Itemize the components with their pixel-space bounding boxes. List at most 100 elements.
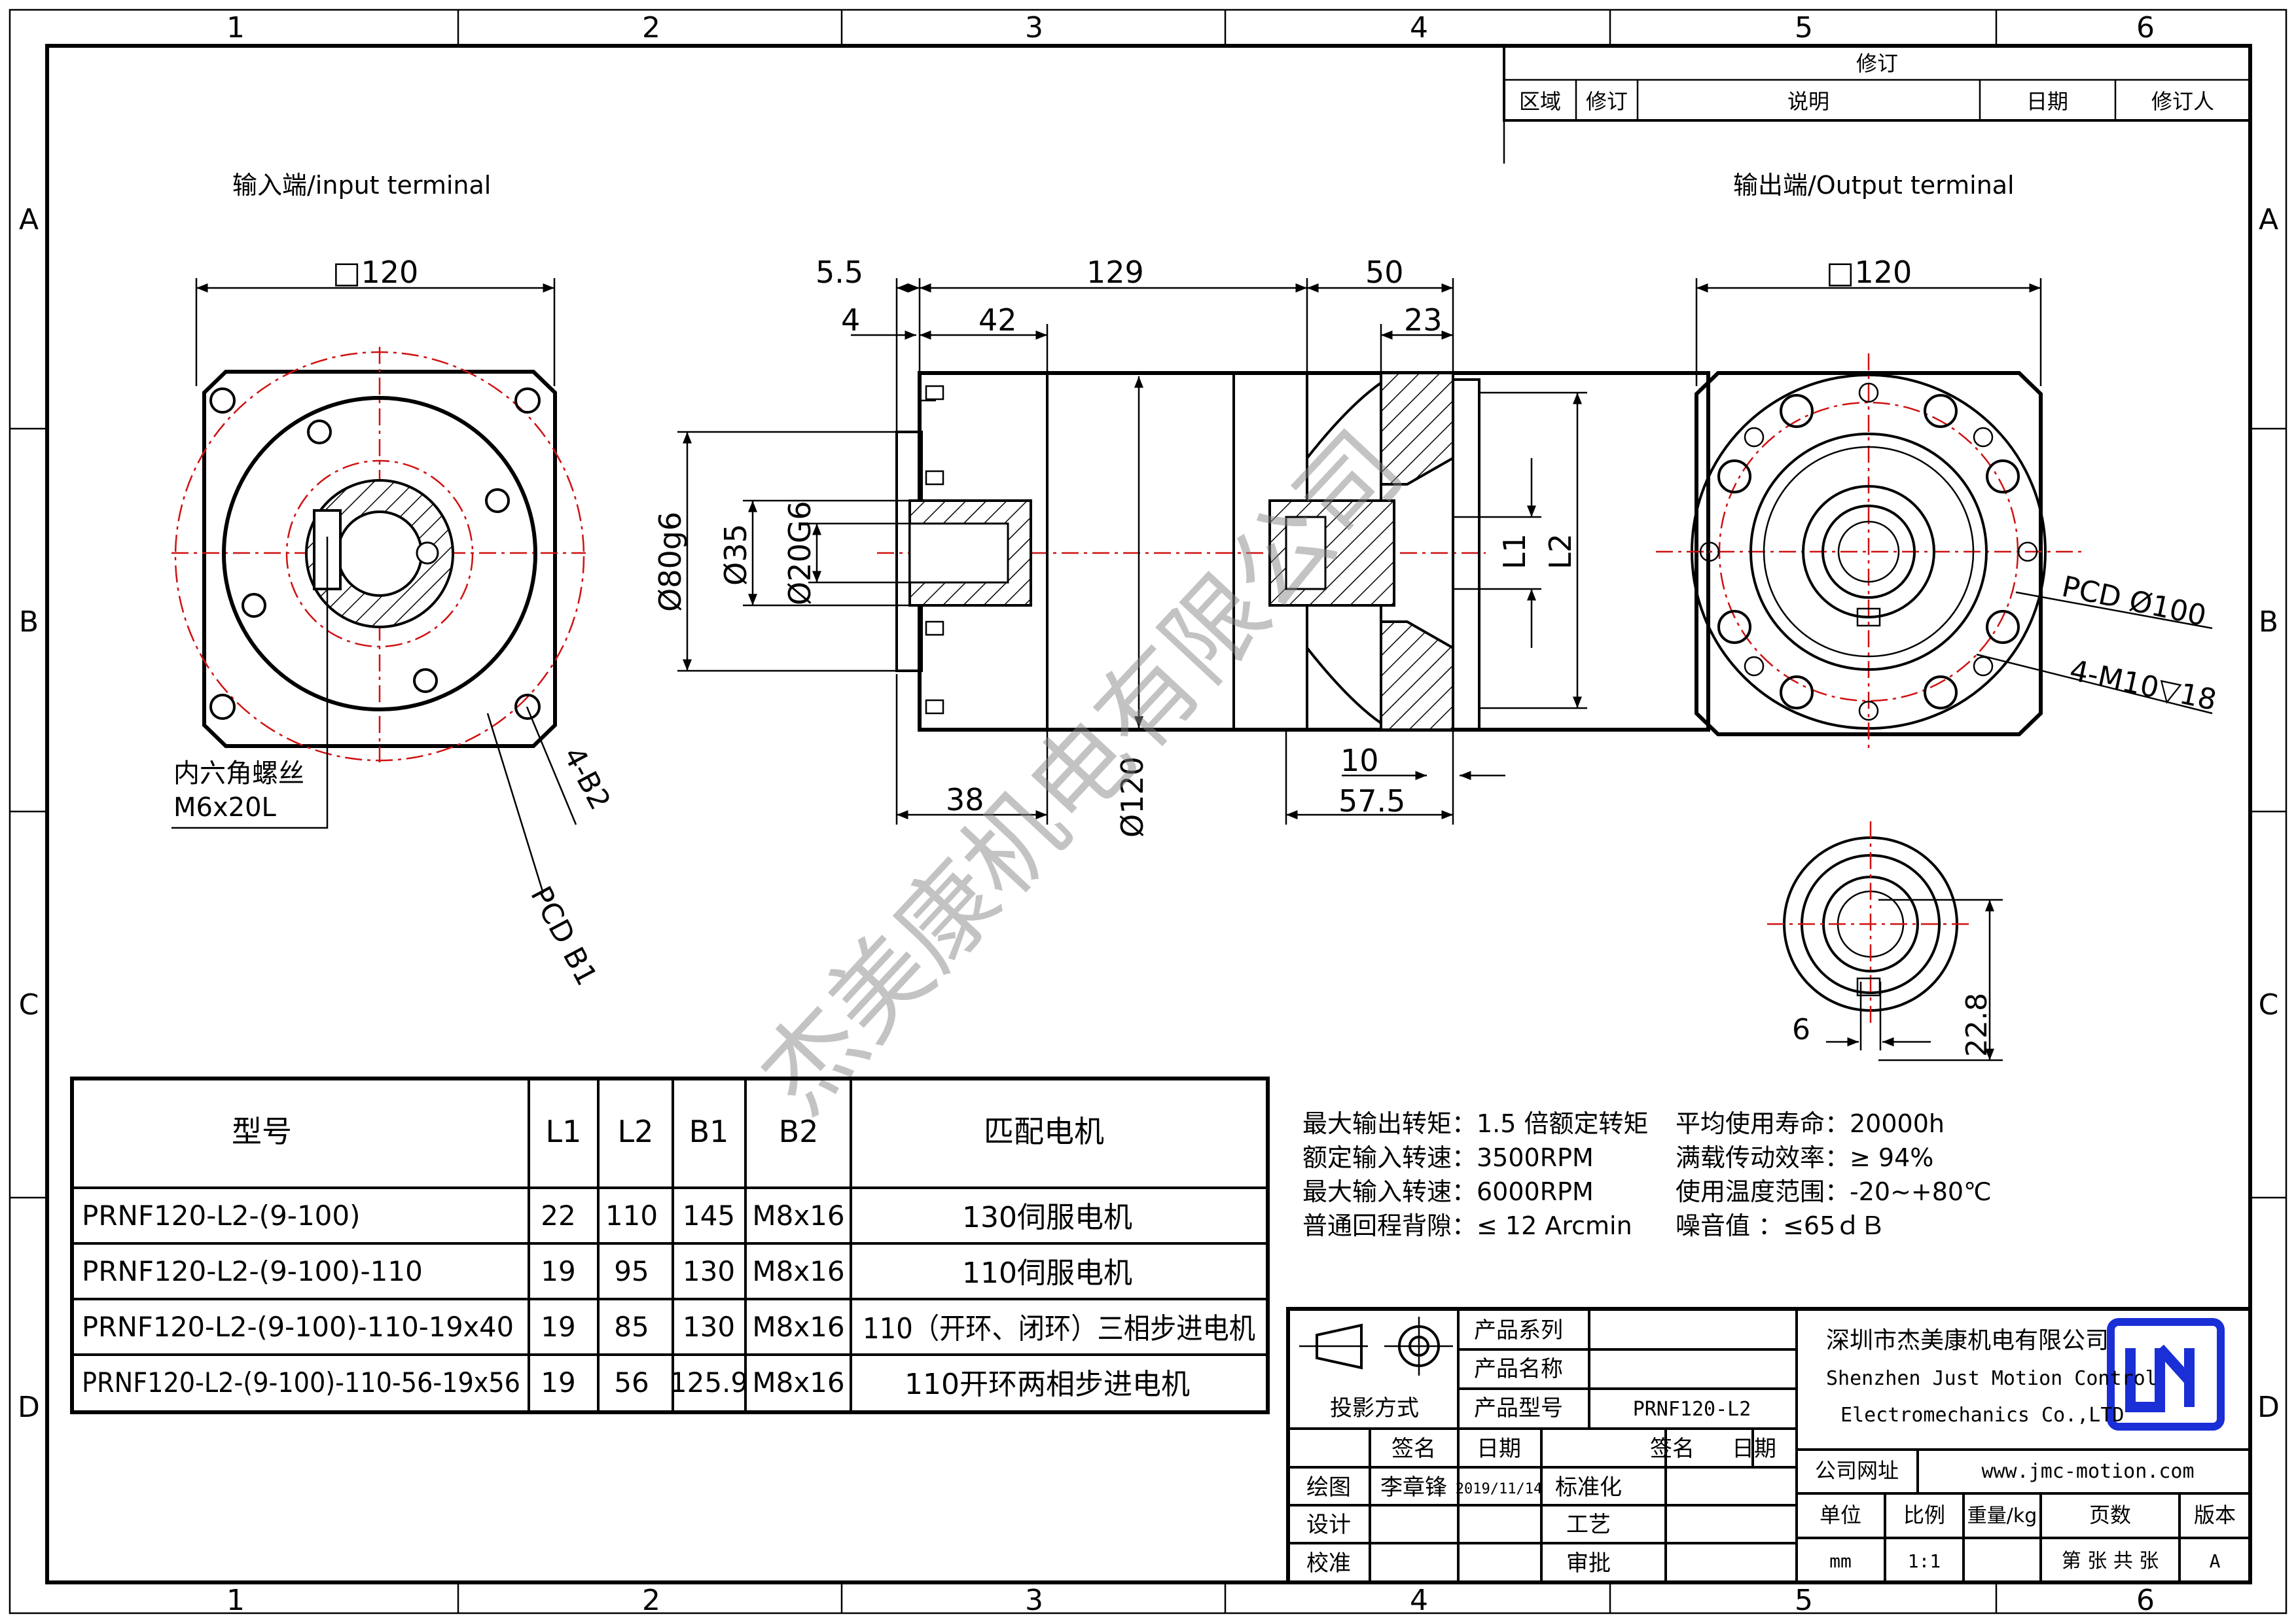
grid-row-b-right: B <box>2259 605 2278 639</box>
table-row-1-motor: 130伺服电机 <box>962 1201 1132 1234</box>
table-row-4-b1: 125.9 <box>670 1366 748 1399</box>
dim-129: 129 <box>1086 255 1144 290</box>
table-row-2-l2: 95 <box>614 1255 649 1287</box>
revision-col-desc: 说明 <box>1787 89 1829 114</box>
spec-life: 平均使用寿命：20000h <box>1676 1109 1945 1138</box>
label-date: 日期 <box>1477 1436 1521 1462</box>
revision-col-rev: 修订 <box>1586 89 1628 114</box>
table-row-1-b2: M8x16 <box>752 1200 844 1232</box>
grid-col-4: 4 <box>1410 11 1428 45</box>
grid-col-1: 1 <box>226 11 245 45</box>
pcd-100-label: PCD Ø100 <box>2059 570 2209 633</box>
label-product-model: 产品型号 <box>1474 1395 1563 1421</box>
table-row-2-b1: 130 <box>683 1255 735 1287</box>
grid-row-a-right: A <box>2259 203 2278 236</box>
revision-title: 修订 <box>1856 51 1898 76</box>
table-row-3-l2: 85 <box>614 1311 649 1343</box>
side-view <box>877 371 1710 732</box>
spec-max-torque: 最大输出转矩：1.5 倍额定转矩 <box>1302 1109 1649 1138</box>
dim-5-5: 5.5 <box>816 255 863 290</box>
screw-label-2: M6x20L <box>173 793 277 823</box>
spec-rated-speed: 额定输入转速：3500RPM <box>1302 1143 1594 1172</box>
table-row-4-model: PRNF120-L2-(9-100)-110-56-19x56 <box>82 1366 520 1399</box>
label-scale: 比例 <box>1903 1503 1945 1527</box>
table-row-1-model: PRNF120-L2-(9-100) <box>82 1200 361 1232</box>
dim-80g6: Ø80g6 <box>653 512 688 612</box>
dim-10: 10 <box>1340 743 1379 778</box>
revision-col-reviser: 修订人 <box>2151 89 2214 114</box>
label-version: 版本 <box>2194 1503 2236 1527</box>
table-row-3-model: PRNF120-L2-(9-100)-110-19x40 <box>82 1311 514 1343</box>
col-header-b1: B1 <box>689 1114 729 1149</box>
revision-col-date: 日期 <box>2026 89 2068 114</box>
specs: 最大输出转矩：1.5 倍额定转矩 平均使用寿命：20000h 额定输入转速：35… <box>1302 1109 1992 1240</box>
label-approve: 审批 <box>1566 1550 1611 1577</box>
value-product-model: PRNF120-L2 <box>1633 1398 1751 1421</box>
grid-col-6: 6 <box>2136 11 2155 45</box>
b2-label: 4-B2 <box>556 741 617 815</box>
table-row-4-motor: 110开环两相步进电机 <box>905 1368 1190 1401</box>
revision-col-area: 区域 <box>1519 89 1561 114</box>
label-standard: 标准化 <box>1555 1474 1622 1501</box>
label-sign: 签名 <box>1391 1436 1436 1462</box>
value-scale: 1:1 <box>1908 1550 1941 1572</box>
label-projection: 投影方式 <box>1330 1395 1419 1421</box>
company-logo <box>2107 1318 2225 1431</box>
model-table: 型号 L1 L2 B1 B2 匹配电机 PRNF120-L2-(9-100) P… <box>70 1077 1270 1414</box>
output-square-dim: □120 <box>1826 255 1912 290</box>
grid-col-2-bottom: 2 <box>642 1584 660 1617</box>
label-website: 公司网址 <box>1815 1458 1899 1483</box>
dim-50: 50 <box>1365 255 1404 290</box>
grid-col-4-bottom: 4 <box>1410 1584 1428 1617</box>
company-name-cn: 深圳市杰美康机电有限公司 <box>1826 1327 2109 1354</box>
grid-row-c: C <box>19 988 39 1022</box>
value-version: A <box>2210 1550 2221 1572</box>
table-row-3-l1: 19 <box>541 1311 575 1343</box>
value-website: www.jmc-motion.com <box>1981 1460 2194 1483</box>
grid-row-b: B <box>19 605 39 639</box>
label-craft: 工艺 <box>1566 1512 1611 1538</box>
table-row-2-motor: 110伺服电机 <box>962 1257 1132 1290</box>
grid-row-c-right: C <box>2259 988 2279 1022</box>
spec-backlash: 普通回程背隙：≤ 12 Arcmin <box>1302 1211 1632 1240</box>
dim-4: 4 <box>841 302 860 338</box>
grid-col-5: 5 <box>1795 11 1813 45</box>
m10-label: 4-M10▽18 <box>2067 654 2219 717</box>
value-draw-date: 2019/11/14 <box>1456 1481 1542 1497</box>
grid-col-6-bottom: 6 <box>2136 1584 2155 1617</box>
input-view <box>171 347 586 894</box>
table-row-4-b2: M8x16 <box>752 1366 844 1399</box>
label-unit: 单位 <box>1820 1503 1861 1527</box>
output-terminal-label: 输出端/Output terminal <box>1733 171 2015 200</box>
dim-42: 42 <box>978 302 1017 338</box>
drawing-frame: 1 2 3 4 5 6 1 2 3 4 5 6 A B C D A B C D <box>9 9 2287 1617</box>
dim-6: 6 <box>1792 1013 1810 1046</box>
spec-noise: 噪音值 ：≤65ｄＢ <box>1676 1211 1885 1240</box>
table-row-2-b2: M8x16 <box>752 1255 844 1287</box>
table-row-1-l1: 22 <box>541 1200 575 1232</box>
col-header-b2: B2 <box>779 1114 819 1149</box>
revision-table: 修订 区域 修订 说明 日期 修订人 <box>1503 45 2251 164</box>
company-name-en-2: Electromechanics Co.,LTD <box>1840 1404 2124 1427</box>
spec-temperature: 使用温度范围：-20~+80℃ <box>1676 1177 1992 1206</box>
dim-l2: L2 <box>1543 533 1578 569</box>
label-product-name: 产品名称 <box>1474 1356 1563 1382</box>
label-weight: 重量/kg <box>1967 1505 2037 1527</box>
table-row-2-model: PRNF120-L2-(9-100)-110 <box>82 1255 423 1287</box>
pcd-b1-label: PCD B1 <box>524 881 603 991</box>
label-design: 设计 <box>1306 1512 1351 1538</box>
shaft-detail <box>1767 821 2003 1061</box>
title-block <box>1286 1307 2252 1584</box>
screw-label-1: 内六角螺丝 <box>173 758 304 789</box>
company-name-en-1: Shenzhen Just Motion Control <box>1826 1367 2157 1390</box>
dim-23: 23 <box>1404 302 1443 338</box>
grid-col-3: 3 <box>1025 11 1043 45</box>
dim-120-dia: Ø120 <box>1115 757 1150 838</box>
label-pages: 页数 <box>2089 1503 2131 1527</box>
col-header-motor: 匹配电机 <box>984 1114 1104 1149</box>
output-view <box>1656 353 2213 753</box>
dim-22-8: 22.8 <box>1960 993 1994 1057</box>
watermark-text: 杰美康机电有限公司 <box>739 410 1425 1134</box>
spec-efficiency: 满载传动效率：≥ 94% <box>1676 1143 1933 1172</box>
